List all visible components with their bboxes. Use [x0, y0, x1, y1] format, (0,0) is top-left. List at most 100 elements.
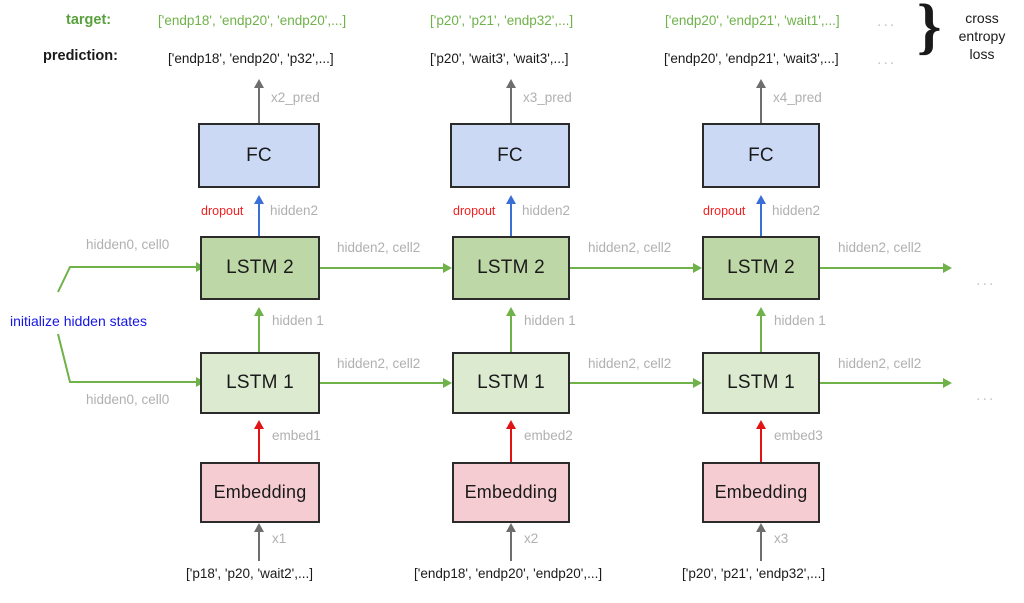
embed-arrow-line-3	[760, 428, 762, 462]
lstm1-block-3: LSTM 1	[702, 352, 820, 414]
dropout-arrow-head-2	[506, 195, 516, 204]
hidden2-label-3: hidden2	[772, 203, 821, 218]
x1-arrow-line	[258, 530, 260, 561]
lstm2-input-state-label-1: hidden0, cell0	[86, 237, 170, 252]
lstm2-output-state-label-2: hidden2, cell2	[588, 240, 672, 255]
dropout-arrow-line-2	[510, 203, 512, 237]
x3-pred-label: x3_pred	[523, 90, 572, 105]
hidden1-arrow-head-2	[506, 307, 516, 316]
dropout-arrow-line-1	[258, 203, 260, 237]
lstm2-output-state-label-3: hidden2, cell2	[838, 240, 922, 255]
target-sequence-3: ['endp20', 'endp21', 'wait1',...]	[665, 13, 840, 28]
x2-pred-arrow-line	[258, 86, 260, 123]
embedding-block-2: Embedding	[452, 462, 570, 523]
lstm1-out-head-1	[443, 378, 452, 388]
x4-pred-arrow-line	[760, 86, 762, 123]
embed-arrow-head-1	[254, 420, 264, 429]
lstm2-out-line-1	[320, 267, 444, 269]
hidden1-label-3: hidden 1	[774, 313, 826, 328]
embed-arrow-line-1	[258, 428, 260, 462]
input-sequence-2: ['endp18', 'endp20', 'endp20',...]	[414, 566, 603, 581]
target-sequence-2: ['p20', 'p21', 'endp32',...]	[430, 13, 574, 28]
lstm1-out-line-3	[820, 382, 944, 384]
fc-block-2: FC	[450, 123, 570, 188]
x4-pred-label: x4_pred	[773, 90, 822, 105]
lstm2-out-head-2	[693, 263, 702, 273]
x2-pred-arrow-head	[254, 79, 264, 88]
prediction-sequence-2: ['p20', 'wait3', 'wait3',...]	[430, 51, 569, 66]
loss-line-3: loss	[969, 46, 995, 62]
lstm1-out-line-2	[570, 382, 694, 384]
prediction-row-ellipsis: ...	[877, 51, 897, 68]
lstm2-block-1: LSTM 2	[200, 236, 320, 300]
fc-block-3: FC	[702, 123, 820, 188]
x3-label: x3	[774, 531, 789, 546]
lstm1-out-line-1	[320, 382, 444, 384]
x1-arrow-head	[254, 523, 264, 532]
initialize-hidden-states-label: initialize hidden states	[10, 313, 147, 329]
cross-entropy-loss-label: cross entropy loss	[944, 9, 1020, 63]
embed-label-3: embed3	[774, 428, 823, 443]
hidden1-arrow-line-3	[760, 315, 762, 352]
lstm2-right-ellipsis: ...	[976, 272, 996, 289]
x4-pred-arrow-head	[756, 79, 766, 88]
target-sequence-1: ['endp18', 'endp20', 'endp20',...]	[158, 13, 347, 28]
x2-label: x2	[524, 531, 539, 546]
x3-arrow-head	[756, 523, 766, 532]
lstm2-block-2: LSTM 2	[452, 236, 570, 300]
x1-label: x1	[272, 531, 287, 546]
lstm1-out-head-3	[943, 378, 952, 388]
input-sequence-3: ['p20', 'p21', 'endp32',...]	[682, 566, 826, 581]
loss-line-2: entropy	[958, 28, 1006, 44]
target-row-label: target:	[66, 12, 112, 28]
input-sequence-1: ['p18', 'p20, 'wait2',...]	[186, 566, 313, 581]
dropout-arrow-line-3	[760, 203, 762, 237]
lstm1-output-state-label-2: hidden2, cell2	[588, 356, 672, 371]
lstm1-right-ellipsis: ...	[976, 387, 996, 404]
lstm2-out-head-3	[943, 263, 952, 273]
hidden1-arrow-head-3	[756, 307, 766, 316]
lstm2-out-head-1	[443, 263, 452, 273]
embed-label-1: embed1	[272, 428, 321, 443]
x3-pred-arrow-line	[510, 86, 512, 123]
lstm2-out-line-3	[820, 267, 944, 269]
lstm1-out-head-2	[693, 378, 702, 388]
hidden1-label-2: hidden 1	[524, 313, 576, 328]
prediction-sequence-3: ['endp20', 'endp21', 'wait3',...]	[664, 51, 839, 66]
prediction-row-label: prediction:	[43, 48, 118, 64]
hidden1-arrow-head-1	[254, 307, 264, 316]
lstm2-block-3: LSTM 2	[702, 236, 820, 300]
embed-label-2: embed2	[524, 428, 573, 443]
lstm1-block-1: LSTM 1	[200, 352, 320, 414]
embedding-block-3: Embedding	[702, 462, 820, 523]
loss-brace: }	[917, 0, 942, 61]
lstm1-output-state-label-3: hidden2, cell2	[838, 356, 922, 371]
dropout-arrow-head-1	[254, 195, 264, 204]
fc-block-1: FC	[198, 123, 320, 188]
hidden2-label-1: hidden2	[270, 203, 319, 218]
hidden1-arrow-line-2	[510, 315, 512, 352]
x3-pred-arrow-head	[506, 79, 516, 88]
hidden1-label-1: hidden 1	[272, 313, 324, 328]
hidden2-label-2: hidden2	[522, 203, 571, 218]
x2-arrow-head	[506, 523, 516, 532]
embed-arrow-line-2	[510, 428, 512, 462]
dropout-label-1: dropout	[201, 204, 244, 218]
dropout-label-2: dropout	[453, 204, 496, 218]
embed-arrow-head-3	[756, 420, 766, 429]
lstm2-out-line-2	[570, 267, 694, 269]
target-row-ellipsis: ...	[877, 13, 897, 30]
lstm2-output-state-label-1: hidden2, cell2	[337, 240, 421, 255]
loss-line-1: cross	[965, 10, 999, 26]
x3-arrow-line	[760, 530, 762, 561]
dropout-label-3: dropout	[703, 204, 746, 218]
x2-arrow-line	[510, 530, 512, 561]
lstm1-input-state-label-1: hidden0, cell0	[86, 392, 170, 407]
prediction-sequence-1: ['endp18', 'endp20', 'p32',...]	[168, 51, 334, 66]
lstm1-block-2: LSTM 1	[452, 352, 570, 414]
embedding-block-1: Embedding	[200, 462, 320, 523]
hidden1-arrow-line-1	[258, 315, 260, 352]
dropout-arrow-head-3	[756, 195, 766, 204]
lstm1-output-state-label-1: hidden2, cell2	[337, 356, 421, 371]
